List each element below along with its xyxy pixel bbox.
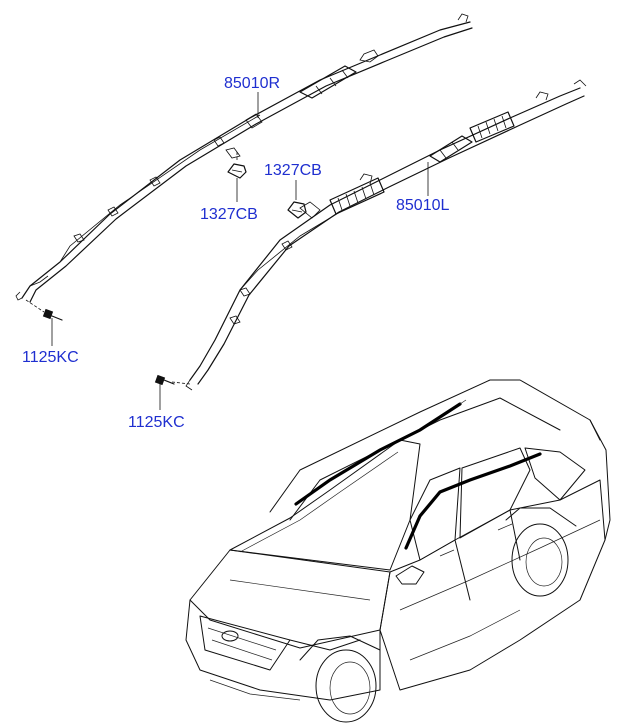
label-clip-right: 1327CB <box>200 206 258 223</box>
curtain-airbag-left <box>185 79 587 391</box>
curtain-airbag-right <box>15 13 473 303</box>
bolt-right <box>25 299 63 346</box>
suv-illustration <box>185 379 611 723</box>
label-airbag-left: 85010L <box>396 197 449 214</box>
bolt-left <box>154 374 191 410</box>
label-bolt-right: 1125KC <box>22 349 79 366</box>
label-airbag-right: 85010R <box>224 75 280 92</box>
label-bolt-left: 1125KC <box>128 414 185 431</box>
clip-right <box>227 150 247 202</box>
installed-airbags <box>294 399 542 550</box>
label-clip-left: 1327CB <box>264 162 322 179</box>
clip-left <box>287 180 307 219</box>
